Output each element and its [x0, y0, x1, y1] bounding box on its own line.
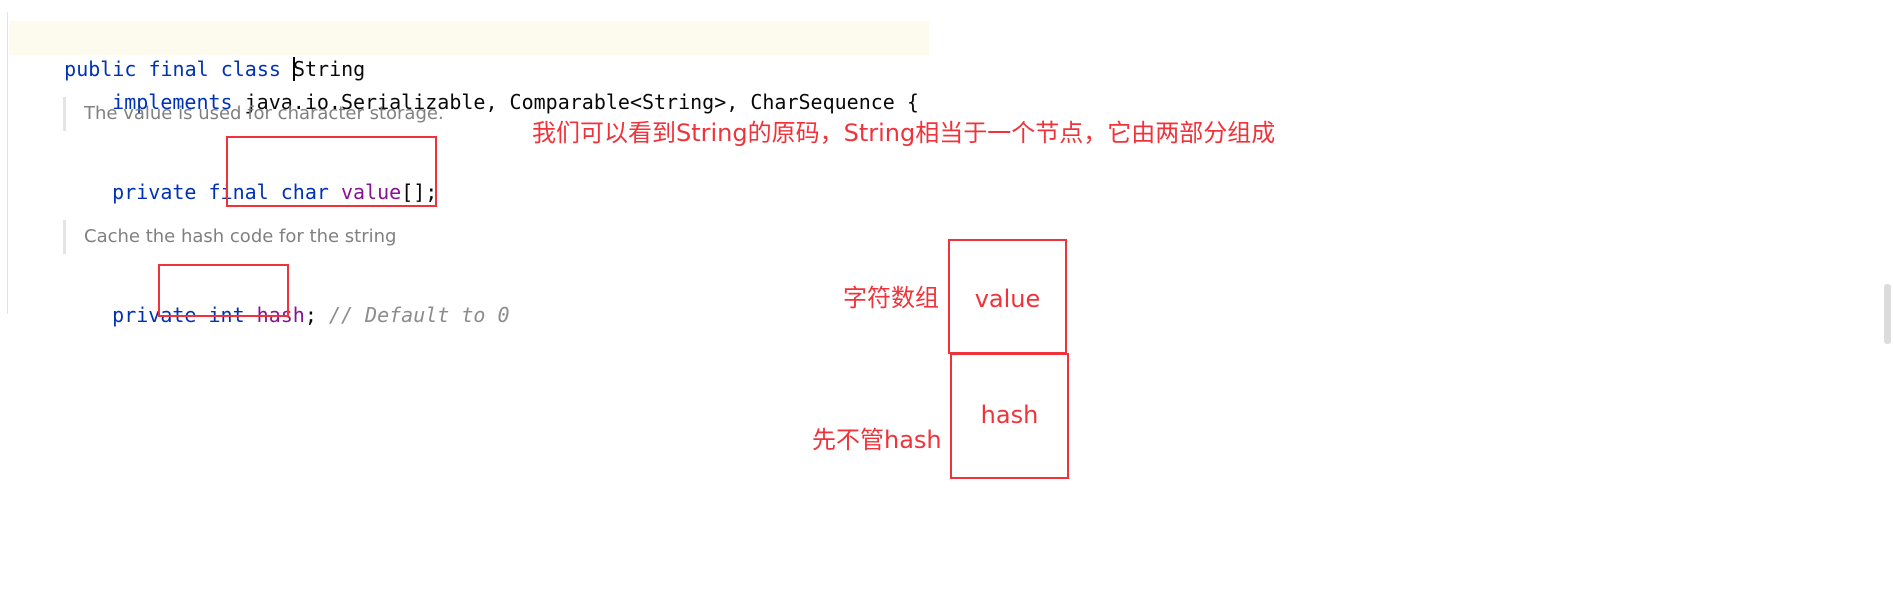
highlight-box-char-value [226, 136, 437, 207]
vertical-scrollbar-thumb[interactable] [1884, 284, 1891, 344]
keyword-implements: implements [112, 90, 245, 114]
text-caret [292, 57, 295, 81]
line-comment-default: // Default to 0 [328, 303, 510, 327]
keyword-private-final: private final [112, 180, 281, 204]
code-line-implements[interactable]: implements java.io.Serializable, Compara… [64, 57, 919, 114]
code-line-class-declaration[interactable]: public final class String [16, 24, 365, 81]
annotation-headline: 我们可以看到String的原码，String相当于一个节点，它由两部分组成 [532, 119, 1276, 147]
class-name-first-char: S [292, 57, 305, 81]
keyword-public-final-class: public final class [64, 57, 293, 81]
annotation-char-array: 字符数组 [843, 284, 939, 312]
annotation-ignore-hash: 先不管hash [812, 426, 942, 454]
node-box-hash [950, 353, 1069, 479]
keyword-char: char [280, 180, 341, 204]
doc-comment-hash: Cache the hash code for the string [63, 220, 396, 254]
doc-comment-value: The value is used for character storage. [63, 97, 444, 131]
code-line-value-field[interactable]: private final char value[]; [64, 147, 437, 204]
node-box-value-label: value [974, 285, 1041, 313]
gutter-line [7, 12, 8, 314]
current-line-highlight [9, 21, 929, 55]
node-box-hash-label: hash [980, 401, 1039, 429]
semicolon: ; [304, 303, 329, 327]
array-brackets: []; [401, 180, 438, 204]
highlight-box-int-hash [158, 264, 289, 317]
implements-list: java.io.Serializable, Comparable<String>… [244, 90, 919, 114]
code-line-hash-field[interactable]: private int hash; // Default to 0 [64, 270, 509, 327]
class-name-rest: tring [305, 57, 366, 81]
field-value: value [340, 180, 402, 204]
